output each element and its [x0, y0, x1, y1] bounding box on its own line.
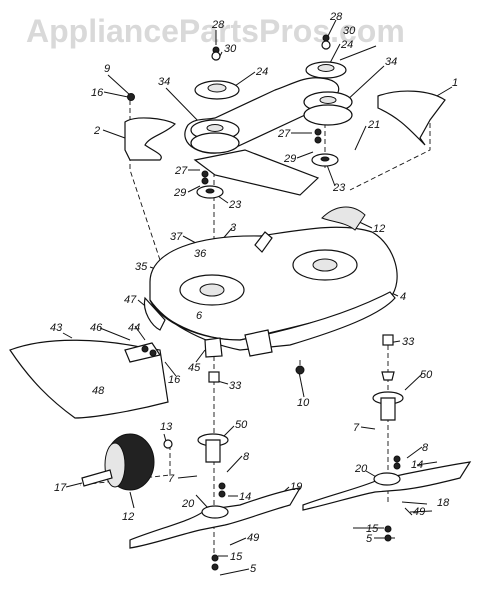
callout-15-right: 15 — [366, 523, 379, 535]
callout-23: 23 — [228, 199, 242, 211]
callout-29: 29 — [173, 187, 186, 199]
part-callouts: 28 30 24 34 9 16 2 27 29 23 28 30 24 34 … — [50, 11, 458, 575]
callout-33-right: 33 — [402, 336, 415, 348]
callout-20-right: 20 — [354, 463, 368, 475]
callout-33: 33 — [229, 380, 242, 392]
callout-48: 48 — [92, 385, 105, 397]
callout-27: 27 — [174, 165, 188, 177]
callout-24: 24 — [255, 66, 268, 78]
gauge-wheel — [81, 433, 173, 491]
callout-15: 15 — [230, 551, 243, 563]
callout-13: 13 — [160, 421, 173, 433]
callout-7: 7 — [168, 473, 175, 485]
callout-23-right: 23 — [332, 182, 346, 194]
callout-27-right: 27 — [277, 128, 291, 140]
callout-30-right: 30 — [343, 25, 356, 37]
callout-37: 37 — [170, 231, 183, 243]
callout-28-right: 28 — [329, 11, 343, 23]
callout-34-right: 34 — [385, 56, 397, 68]
callout-3: 3 — [230, 222, 237, 234]
callout-50-right: 50 — [420, 369, 433, 381]
callout-6: 6 — [196, 310, 203, 322]
callout-46: 46 — [90, 322, 103, 334]
callout-10: 10 — [297, 397, 310, 409]
discharge-chute — [9, 339, 169, 419]
callout-17: 17 — [54, 482, 67, 494]
callout-7-right: 7 — [353, 422, 360, 434]
watermark-text: AppliancePartsPros.com — [26, 13, 405, 49]
belt-covers — [124, 90, 446, 161]
callout-16: 16 — [91, 87, 104, 99]
callout-43: 43 — [50, 322, 63, 334]
callout-16-lower: 16 — [168, 374, 181, 386]
callout-8: 8 — [243, 451, 250, 463]
callout-45: 45 — [188, 362, 201, 374]
callout-21: 21 — [367, 119, 380, 131]
callout-50: 50 — [235, 419, 248, 431]
callout-8-right: 8 — [422, 442, 429, 454]
callout-28: 28 — [211, 19, 225, 31]
callout-47: 47 — [124, 294, 137, 306]
callout-12: 12 — [373, 223, 385, 235]
callout-5: 5 — [250, 563, 257, 575]
callout-4: 4 — [400, 291, 406, 303]
spindles-and-blades — [129, 334, 472, 571]
callout-35: 35 — [135, 261, 148, 273]
callout-29-right: 29 — [283, 153, 296, 165]
callout-5-right: 5 — [366, 533, 373, 545]
belt-and-pulleys — [127, 34, 353, 199]
callout-34: 34 — [158, 76, 170, 88]
callout-14-right: 14 — [411, 459, 423, 471]
callout-36: 36 — [194, 248, 207, 260]
callout-12-wheel: 12 — [122, 511, 134, 523]
callout-18: 18 — [437, 497, 450, 509]
callout-49: 49 — [247, 532, 259, 544]
callout-20: 20 — [181, 498, 195, 510]
callout-1: 1 — [452, 77, 458, 89]
callout-14: 14 — [239, 491, 251, 503]
callout-19: 19 — [290, 481, 302, 493]
mower-deck — [143, 206, 398, 358]
callout-44: 44 — [128, 322, 140, 334]
callout-2: 2 — [93, 125, 100, 137]
callout-30: 30 — [224, 43, 237, 55]
callout-9: 9 — [104, 63, 110, 75]
callout-49-right: 49 — [413, 506, 425, 518]
callout-24-right: 24 — [340, 39, 353, 51]
